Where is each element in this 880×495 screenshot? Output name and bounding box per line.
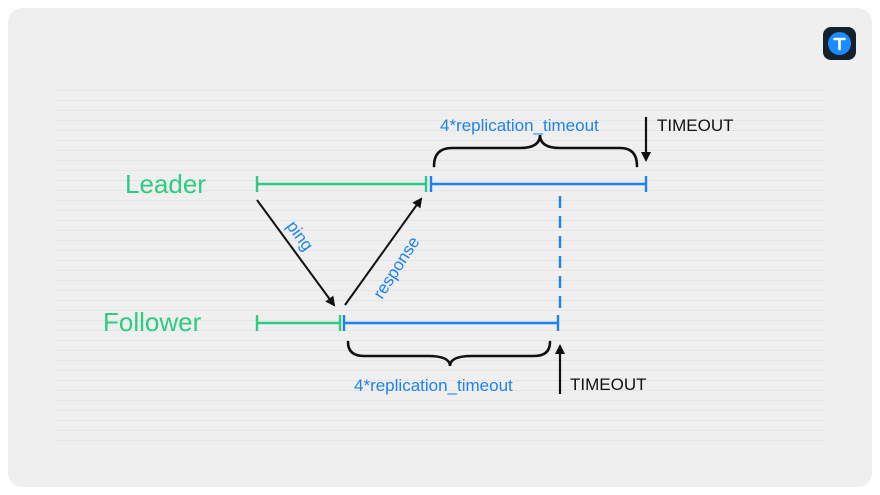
leader-timeout-brace <box>432 134 639 168</box>
follower-timeout-brace <box>346 340 552 367</box>
follower-timeout-window-label: 4*replication_timeout <box>354 376 513 395</box>
follower-timeout-label: TIMEOUT <box>570 375 647 394</box>
follower-timeout-segment <box>342 315 560 331</box>
background-stripes <box>55 90 825 445</box>
leader-timeout-segment <box>429 176 648 192</box>
leader-timeout-label: TIMEOUT <box>657 116 734 135</box>
leader-timeout-window-label: 4*replication_timeout <box>440 116 599 135</box>
follower-wait-segment <box>255 315 342 331</box>
leader-label: Leader <box>125 169 206 199</box>
ping-arrow <box>256 199 336 307</box>
leader-wait-segment <box>255 176 428 192</box>
response-arrow <box>344 197 423 306</box>
follower-label: Follower <box>103 307 202 337</box>
tarantool-logo-icon <box>823 27 856 60</box>
